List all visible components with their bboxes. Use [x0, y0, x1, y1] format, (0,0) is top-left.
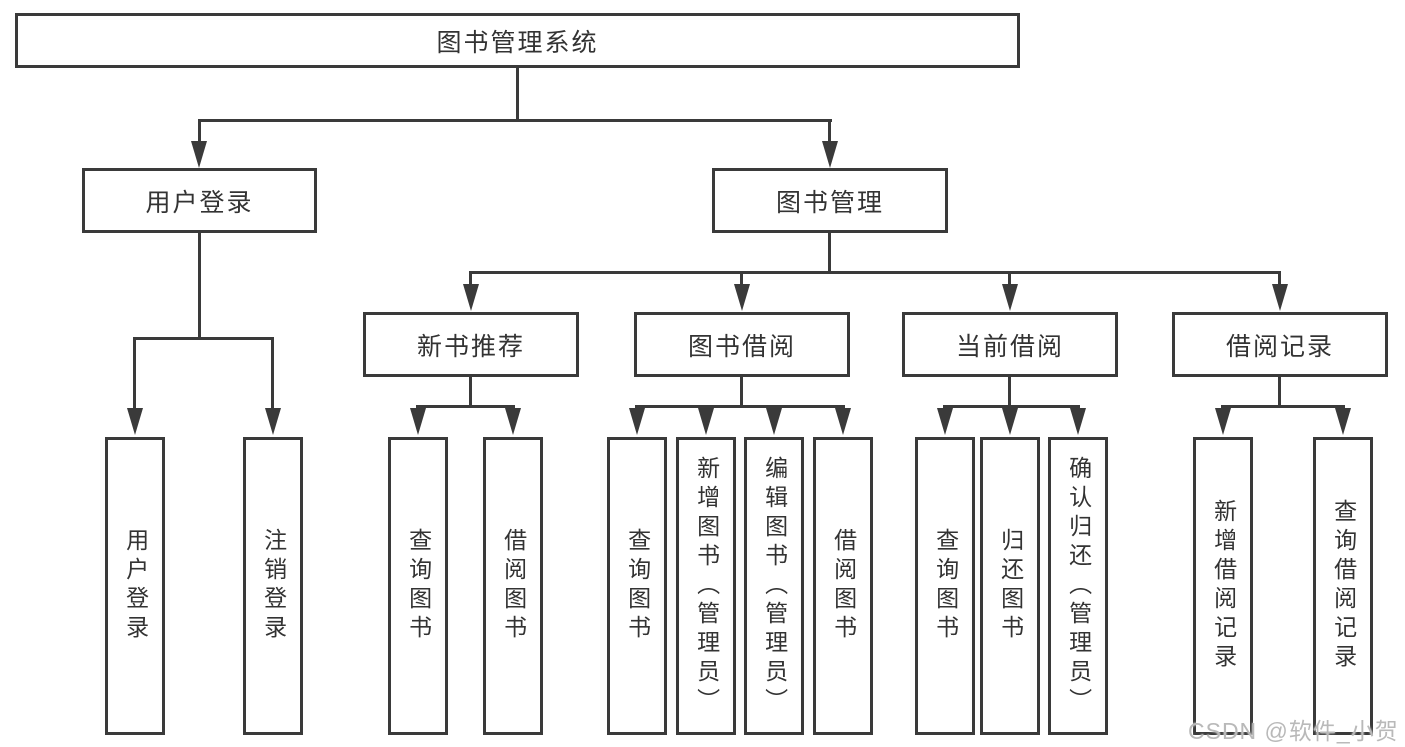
csdn-watermark: CSDN @软件_小贺同学: [1188, 718, 1399, 744]
node-book-management: 图书管理: [712, 168, 948, 233]
connector-line: [469, 377, 472, 405]
connector-line: [198, 119, 832, 122]
leaf-add-books-admin: 新增图书（管理员）: [676, 437, 736, 735]
connector-arrow-icon: [734, 284, 750, 311]
node-label: 借阅记录: [1225, 332, 1334, 361]
node-user-login: 用户登录: [82, 168, 317, 233]
leaf-borrow-books: 借阅图书: [813, 437, 873, 735]
connector-line: [828, 233, 831, 271]
leaf-label: 归还图书: [997, 528, 1024, 644]
connector-line: [943, 405, 1080, 408]
connector-arrow-icon: [822, 141, 838, 168]
leaf-label: 借阅图书: [500, 528, 527, 644]
connector-arrow-icon: [698, 408, 714, 435]
node-label: 图书管理系统: [436, 28, 599, 57]
connector-line: [1008, 377, 1011, 405]
leaf-label: 借阅图书: [830, 528, 857, 644]
connector-arrow-icon: [629, 408, 645, 435]
leaf-borrow-books-recommend: 借阅图书: [483, 437, 543, 735]
connector-line: [1008, 274, 1011, 286]
node-label: 图书借阅: [687, 332, 796, 361]
node-label: 新书推荐: [416, 332, 525, 361]
leaf-search-books-borrowing: 查询图书: [607, 437, 667, 735]
connector-line: [271, 340, 274, 410]
connector-line: [1221, 405, 1345, 408]
leaf-return-books: 归还图书: [980, 437, 1040, 735]
connector-line: [740, 274, 743, 286]
connector-line: [469, 271, 1281, 274]
node-current-borrowing: 当前借阅: [902, 312, 1118, 377]
connector-line: [1278, 274, 1281, 286]
leaf-label: 确认归还（管理员）: [1065, 455, 1092, 717]
connector-arrow-icon: [1002, 284, 1018, 311]
leaf-label: 查询借阅记录: [1330, 499, 1357, 673]
connector-line: [635, 405, 845, 408]
leaf-label: 新增借阅记录: [1210, 499, 1237, 673]
connector-arrow-icon: [835, 408, 851, 435]
connector-arrow-icon: [505, 408, 521, 435]
node-label: 用户登录: [145, 188, 254, 217]
leaf-add-borrow-record: 新增借阅记录: [1193, 437, 1253, 735]
connector-line: [516, 68, 519, 121]
leaf-label: 新增图书（管理员）: [693, 455, 720, 717]
connector-line: [416, 405, 515, 408]
connector-arrow-icon: [127, 408, 143, 435]
leaf-search-books-current: 查询图书: [915, 437, 975, 735]
connector-arrow-icon: [463, 284, 479, 311]
connector-line: [1278, 377, 1281, 405]
node-label: 图书管理: [775, 188, 884, 217]
leaf-search-borrow-record: 查询借阅记录: [1313, 437, 1373, 735]
node-library-management-system: 图书管理系统: [15, 13, 1020, 68]
connector-line: [133, 340, 136, 410]
node-new-book-recommendation: 新书推荐: [363, 312, 579, 377]
connector-arrow-icon: [766, 408, 782, 435]
connector-line: [828, 121, 831, 143]
leaf-label: 用户登录: [122, 528, 149, 644]
leaf-label: 注销登录: [260, 528, 287, 644]
connector-line: [198, 121, 201, 143]
connector-arrow-icon: [937, 408, 953, 435]
connector-line: [133, 337, 274, 340]
connector-arrow-icon: [265, 408, 281, 435]
leaf-label: 查询图书: [624, 528, 651, 644]
leaf-label: 查询图书: [932, 528, 959, 644]
connector-arrow-icon: [1335, 408, 1351, 435]
connector-line: [198, 233, 201, 337]
node-borrowing-records: 借阅记录: [1172, 312, 1388, 377]
connector-line: [469, 274, 472, 286]
connector-line: [740, 377, 743, 405]
connector-arrow-icon: [1272, 284, 1288, 311]
leaf-logout: 注销登录: [243, 437, 303, 735]
leaf-confirm-return-admin: 确认归还（管理员）: [1048, 437, 1108, 735]
connector-arrow-icon: [1215, 408, 1231, 435]
connector-arrow-icon: [191, 141, 207, 168]
leaf-label: 查询图书: [405, 528, 432, 644]
leaf-search-books-recommend: 查询图书: [388, 437, 448, 735]
leaf-edit-books-admin: 编辑图书（管理员）: [744, 437, 804, 735]
leaf-user-login: 用户登录: [105, 437, 165, 735]
connector-arrow-icon: [1070, 408, 1086, 435]
node-book-borrowing: 图书借阅: [634, 312, 850, 377]
connector-arrow-icon: [1002, 408, 1018, 435]
connector-arrow-icon: [410, 408, 426, 435]
leaf-label: 编辑图书（管理员）: [761, 455, 788, 717]
node-label: 当前借阅: [955, 332, 1064, 361]
